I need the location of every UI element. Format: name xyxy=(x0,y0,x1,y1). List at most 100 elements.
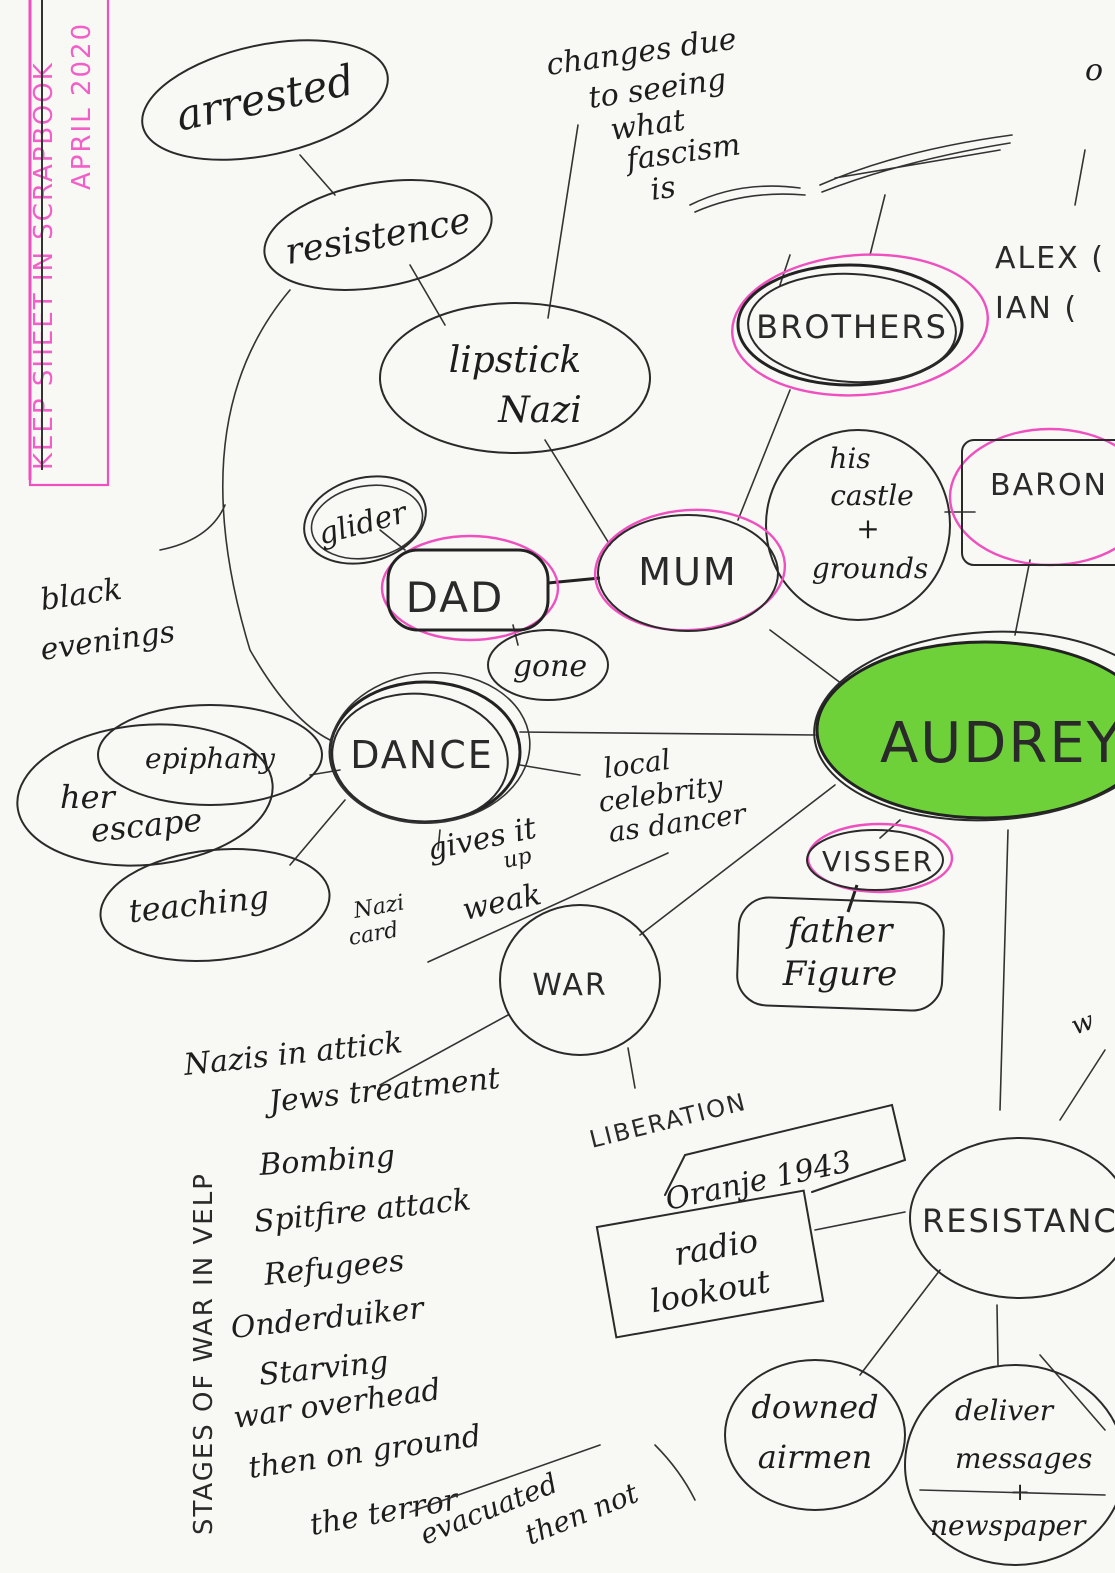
link-edge-top xyxy=(1074,149,1086,206)
war-list-item-3: Bombing xyxy=(257,1139,396,1183)
node-dance-label: DANCE xyxy=(350,733,494,777)
margin-note: KEEP SHEET IN SCRAPBOOK APRIL 2020 xyxy=(28,0,110,487)
node-war-outline xyxy=(499,904,661,1056)
link-radio-resistance xyxy=(814,1211,906,1231)
edge-fragment-w: w xyxy=(1067,1006,1098,1042)
node-father-outline xyxy=(736,896,945,1012)
node-arrested-outline xyxy=(141,39,389,161)
node-castle-line1: his xyxy=(829,442,870,475)
node-brothers-inner-ring xyxy=(747,272,957,384)
node-oranje-frame xyxy=(664,1103,907,1196)
link-dance-audrey xyxy=(519,731,816,736)
node-gives-line2: up xyxy=(501,844,534,874)
node-lipstick-line2: Nazi xyxy=(497,390,581,431)
node-audrey: AUDREY xyxy=(813,630,1115,822)
node-oranje-label: Oranje 1943 xyxy=(662,1144,854,1218)
node-war-label: WAR xyxy=(532,968,607,1003)
brother-ian: IAN ( xyxy=(995,291,1078,326)
node-deliver-line2: messages xyxy=(955,1442,1092,1475)
node-gone-label: gone xyxy=(513,649,587,684)
node-father-line2: Figure xyxy=(782,954,898,994)
node-lipstick-line1: lipstick xyxy=(449,340,582,381)
node-castle-line4: grounds xyxy=(812,552,929,585)
link-resistence-dance xyxy=(222,289,331,741)
node-dad-outline xyxy=(386,548,550,632)
node-epiphany: epiphany xyxy=(97,704,323,806)
node-nazi-card-line1: Nazi xyxy=(351,890,407,924)
node-teaching-label: teaching xyxy=(127,878,271,931)
node-radio-lookout: radio lookout xyxy=(595,1189,825,1339)
node-dance-inner-ring xyxy=(331,692,509,824)
war-list-item-5: Refugees xyxy=(261,1243,406,1293)
node-baron-label: BARON xyxy=(990,468,1108,503)
node-gone: gone xyxy=(487,629,609,701)
node-castle-line2: castle xyxy=(830,479,914,512)
node-deliver-outline xyxy=(904,1364,1115,1566)
node-mum-label: MUM xyxy=(638,550,737,594)
link-edge-resistance xyxy=(1059,1049,1106,1121)
node-lipstick-outline xyxy=(379,302,651,454)
node-glider: glider xyxy=(303,475,427,565)
node-epiphany-label: epiphany xyxy=(145,742,276,775)
node-mum-outline xyxy=(597,514,779,632)
node-dad: DAD xyxy=(380,534,560,642)
link-note-brothers-2 xyxy=(869,194,886,256)
node-dad-pink-ring xyxy=(380,534,560,642)
link-note-brothers xyxy=(779,254,791,286)
connector-lines xyxy=(159,124,1106,1431)
node-war: WAR xyxy=(499,904,661,1056)
link-audrey-resistance xyxy=(999,829,1009,1111)
node-dance-outer-ring xyxy=(329,671,531,825)
war-list-item-4: Spitfire attack xyxy=(252,1182,472,1240)
top-note-scribble-2 xyxy=(819,134,1013,193)
link-note-lipstick xyxy=(547,124,579,319)
node-celebrity: local celebrity as dancer xyxy=(596,743,749,849)
node-resistance-outline xyxy=(909,1137,1115,1299)
link-dance-teaching xyxy=(289,799,346,866)
node-radio-line2: lookout xyxy=(647,1262,773,1320)
war-list-item-6: Onderduiker xyxy=(229,1291,427,1346)
node-castle: his castle + grounds xyxy=(765,429,951,621)
link-arrested-resistence xyxy=(299,154,336,196)
node-brothers-outline xyxy=(736,263,964,387)
node-deliver-line1: deliver xyxy=(955,1394,1055,1427)
node-resistence-outline xyxy=(263,179,493,291)
underline-gives xyxy=(427,852,669,963)
node-radio-outline xyxy=(595,1189,825,1339)
margin-note-line2: APRIL 2020 xyxy=(67,22,97,190)
link-audrey-war xyxy=(639,784,836,936)
node-deliver: deliver messages + newspaper xyxy=(904,1364,1115,1566)
link-resistance-downed xyxy=(859,1269,941,1376)
link-mum-brothers xyxy=(737,389,791,521)
node-black-evenings: black evenings xyxy=(38,572,177,668)
node-audrey-label: AUDREY xyxy=(880,711,1115,776)
node-nazi-card-line2: card xyxy=(347,918,401,951)
node-liberation-label: LIBERATION xyxy=(587,1088,750,1154)
node-lipstick-nazi: lipstick Nazi xyxy=(379,302,651,454)
node-father-line1: father xyxy=(785,911,895,951)
node-black-line1: black xyxy=(38,572,124,618)
node-black-line2: evenings xyxy=(38,614,177,667)
node-liberation: LIBERATION xyxy=(587,1088,750,1154)
node-resistence: resistence xyxy=(263,179,493,291)
node-visser-outline xyxy=(806,829,944,891)
war-list: Nazis in attick Jews treatment Bombing S… xyxy=(181,1025,696,1551)
node-brothers: BROTHERS xyxy=(731,253,989,397)
margin-note-line1: KEEP SHEET IN SCRAPBOOK xyxy=(29,61,59,470)
node-resistance: RESISTANC xyxy=(909,1137,1115,1299)
node-epiphany-outline xyxy=(97,704,323,806)
node-mum-pink-ring xyxy=(593,508,787,632)
node-baron-outline xyxy=(961,439,1115,566)
link-war-liberation xyxy=(627,1047,636,1089)
top-note: changes due to seeing what fascism is o xyxy=(544,22,1103,213)
node-visser: VISSER xyxy=(806,822,954,894)
node-deliver-divider xyxy=(919,1489,1106,1496)
node-dad-label: DAD xyxy=(406,573,505,622)
link-dance-gives xyxy=(437,829,441,851)
link-dance-celebrity xyxy=(519,764,581,776)
war-list-underline xyxy=(409,1444,601,1513)
edge-fragment: w xyxy=(1067,1006,1098,1042)
node-resistence-label: resistence xyxy=(282,200,474,273)
node-audrey-outer-ring xyxy=(813,630,1115,822)
